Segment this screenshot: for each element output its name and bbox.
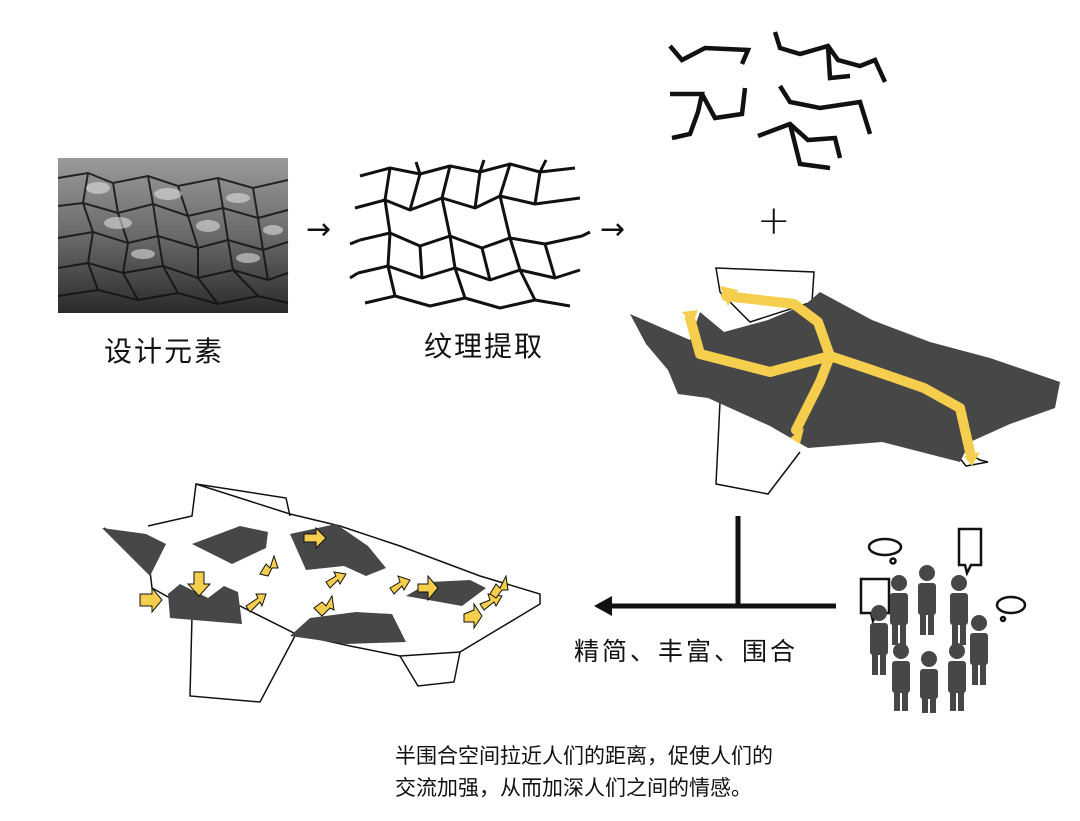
description-note: 半围合空间拉近人们的距离，促使人们的 交流加强，从而加深人们之间的情感。	[395, 740, 773, 804]
flow-arrow-1: →	[306, 212, 332, 247]
label-texture-extraction: 纹理提取	[424, 330, 545, 363]
bark-texture-image	[57, 158, 289, 313]
plan-detail-icon	[102, 483, 541, 703]
crack-texture-icon	[349, 159, 591, 310]
description-line-2: 交流加强，从而加深人们之间的情感。	[395, 776, 752, 800]
label-design-element: 设计元素	[104, 335, 225, 368]
plus-sign: +	[757, 198, 791, 244]
connector-arrow	[594, 516, 836, 616]
description-line-1: 半围合空间拉近人们的距离，促使人们的	[395, 744, 773, 768]
label-result: 精简、丰富、围合	[574, 637, 799, 666]
branch-lines-icon	[668, 31, 888, 171]
people-group-icon	[859, 527, 1027, 713]
flow-arrow-2: →	[600, 212, 626, 247]
plan-shape-icon	[630, 267, 1060, 495]
thought-bubble-icon	[867, 537, 1027, 623]
